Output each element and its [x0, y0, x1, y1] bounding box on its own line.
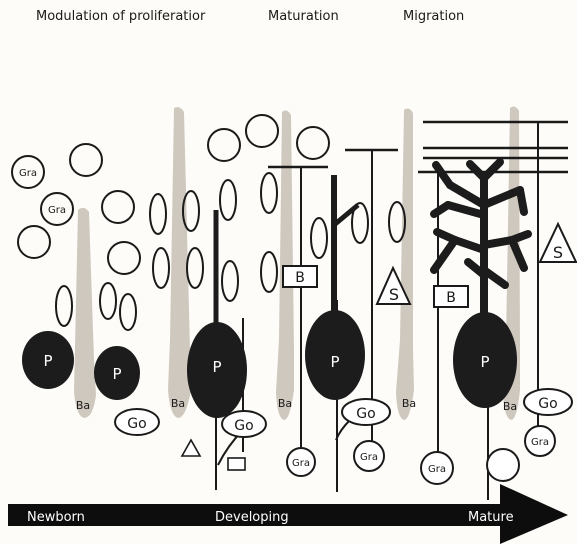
svg-text:Ba: Ba: [171, 397, 185, 410]
migrating-granule-cell: [120, 294, 136, 330]
svg-text:Ba: Ba: [76, 399, 90, 412]
migrating-granule-cell: [56, 286, 72, 326]
migrating-granule-cell: [222, 261, 238, 301]
migrating-granule-cell: [153, 248, 169, 288]
svg-text:Ba: Ba: [402, 397, 416, 410]
svg-text:B: B: [446, 290, 456, 306]
bergmann-glia-fibers: [74, 107, 520, 420]
svg-text:Ba: Ba: [278, 397, 292, 410]
svg-text:S: S: [389, 285, 399, 304]
migrating-granule-cell: [187, 248, 203, 288]
svg-text:Gra: Gra: [428, 464, 446, 475]
svg-text:P: P: [212, 358, 221, 376]
migrating-granule-cell: [261, 252, 277, 292]
svg-text:Go: Go: [356, 406, 375, 422]
mature-granule-cells: [287, 426, 555, 484]
migrating-granule-cell: [311, 218, 327, 258]
svg-text:S: S: [553, 243, 563, 262]
granule-cell: [108, 242, 140, 274]
svg-text:P: P: [112, 365, 121, 383]
bergmann-fiber-1: [74, 208, 96, 418]
timeline-arrow: Newborn Developing Mature: [8, 484, 568, 544]
purkinje-cells: [22, 310, 517, 418]
migrating-granule-cell: [100, 283, 116, 319]
granule-cell: [208, 129, 240, 161]
svg-text:Gra: Gra: [292, 458, 310, 469]
svg-text:Ba: Ba: [503, 400, 517, 413]
granule-cell: [102, 191, 134, 223]
svg-text:P: P: [43, 352, 52, 370]
svg-text:Go: Go: [127, 416, 146, 432]
svg-text:Gra: Gra: [360, 452, 378, 463]
migrating-granule-cell: [220, 180, 236, 220]
granule-cells-upper: [12, 115, 405, 330]
svg-text:P: P: [480, 353, 489, 371]
granule-cell: [297, 127, 329, 159]
svg-text:Go: Go: [234, 418, 253, 434]
timeline-mature: Mature: [468, 510, 514, 525]
migrating-granule-cell: [261, 173, 277, 213]
svg-text:B: B: [295, 270, 305, 286]
granule-cell: [70, 144, 102, 176]
timeline-newborn: Newborn: [27, 510, 85, 525]
svg-text:Gra: Gra: [19, 168, 37, 179]
timeline-developing: Developing: [215, 510, 289, 525]
svg-text:Go: Go: [538, 396, 557, 412]
svg-text:Gra: Gra: [48, 205, 66, 216]
granule-cell: [18, 226, 50, 258]
bergmann-fiber-4: [396, 109, 414, 420]
basket-labels: B B: [295, 270, 456, 306]
migrating-granule-cell: [150, 194, 166, 234]
svg-text:Gra: Gra: [531, 437, 549, 448]
svg-text:P: P: [330, 353, 339, 371]
parallel-fibers: [268, 122, 568, 172]
granule-cell: [246, 115, 278, 147]
